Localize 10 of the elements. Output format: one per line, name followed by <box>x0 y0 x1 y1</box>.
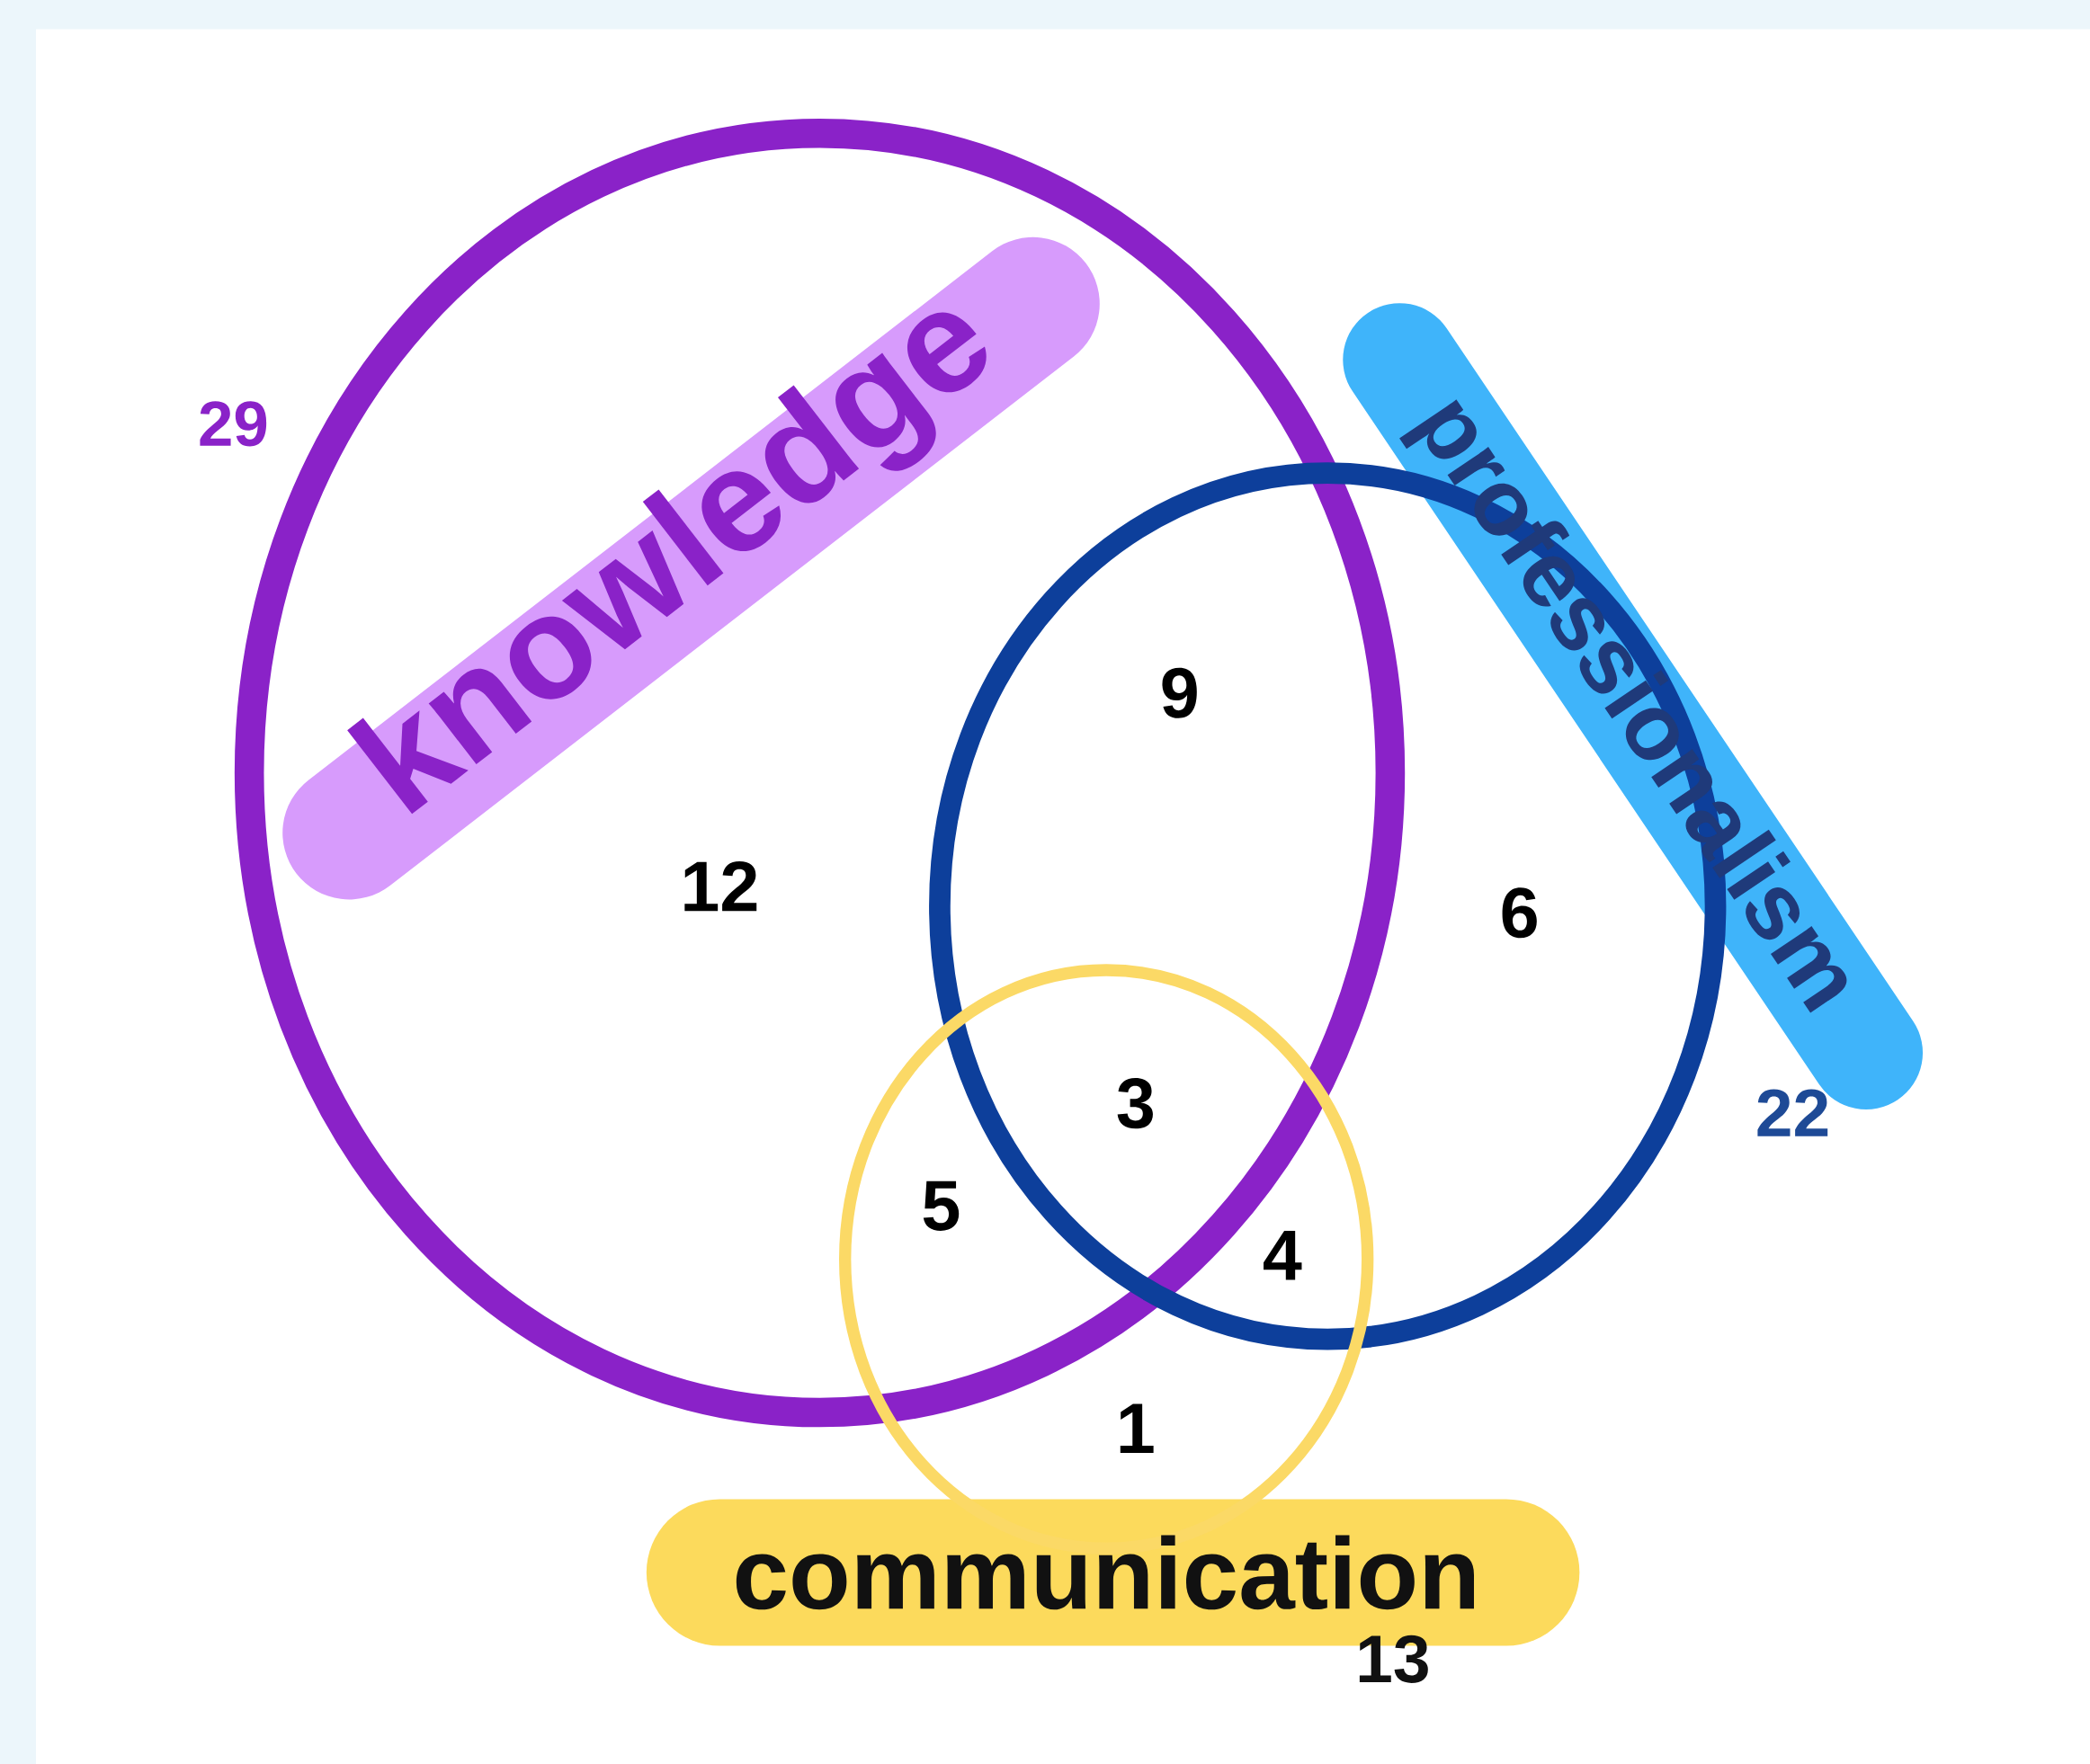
set-total: 22 <box>1757 1089 1828 1136</box>
set-label: communication <box>736 1535 1474 1610</box>
region-count: 4 <box>1264 1230 1302 1280</box>
set-total: 13 <box>1359 1635 1428 1683</box>
region-count: 1 <box>1120 1403 1154 1453</box>
region-count: 3 <box>1117 1077 1153 1129</box>
region-count: 5 <box>923 1180 960 1231</box>
set-total: 29 <box>200 401 267 447</box>
region-count: 9 <box>1162 667 1197 718</box>
region-count: 12 <box>684 860 757 912</box>
